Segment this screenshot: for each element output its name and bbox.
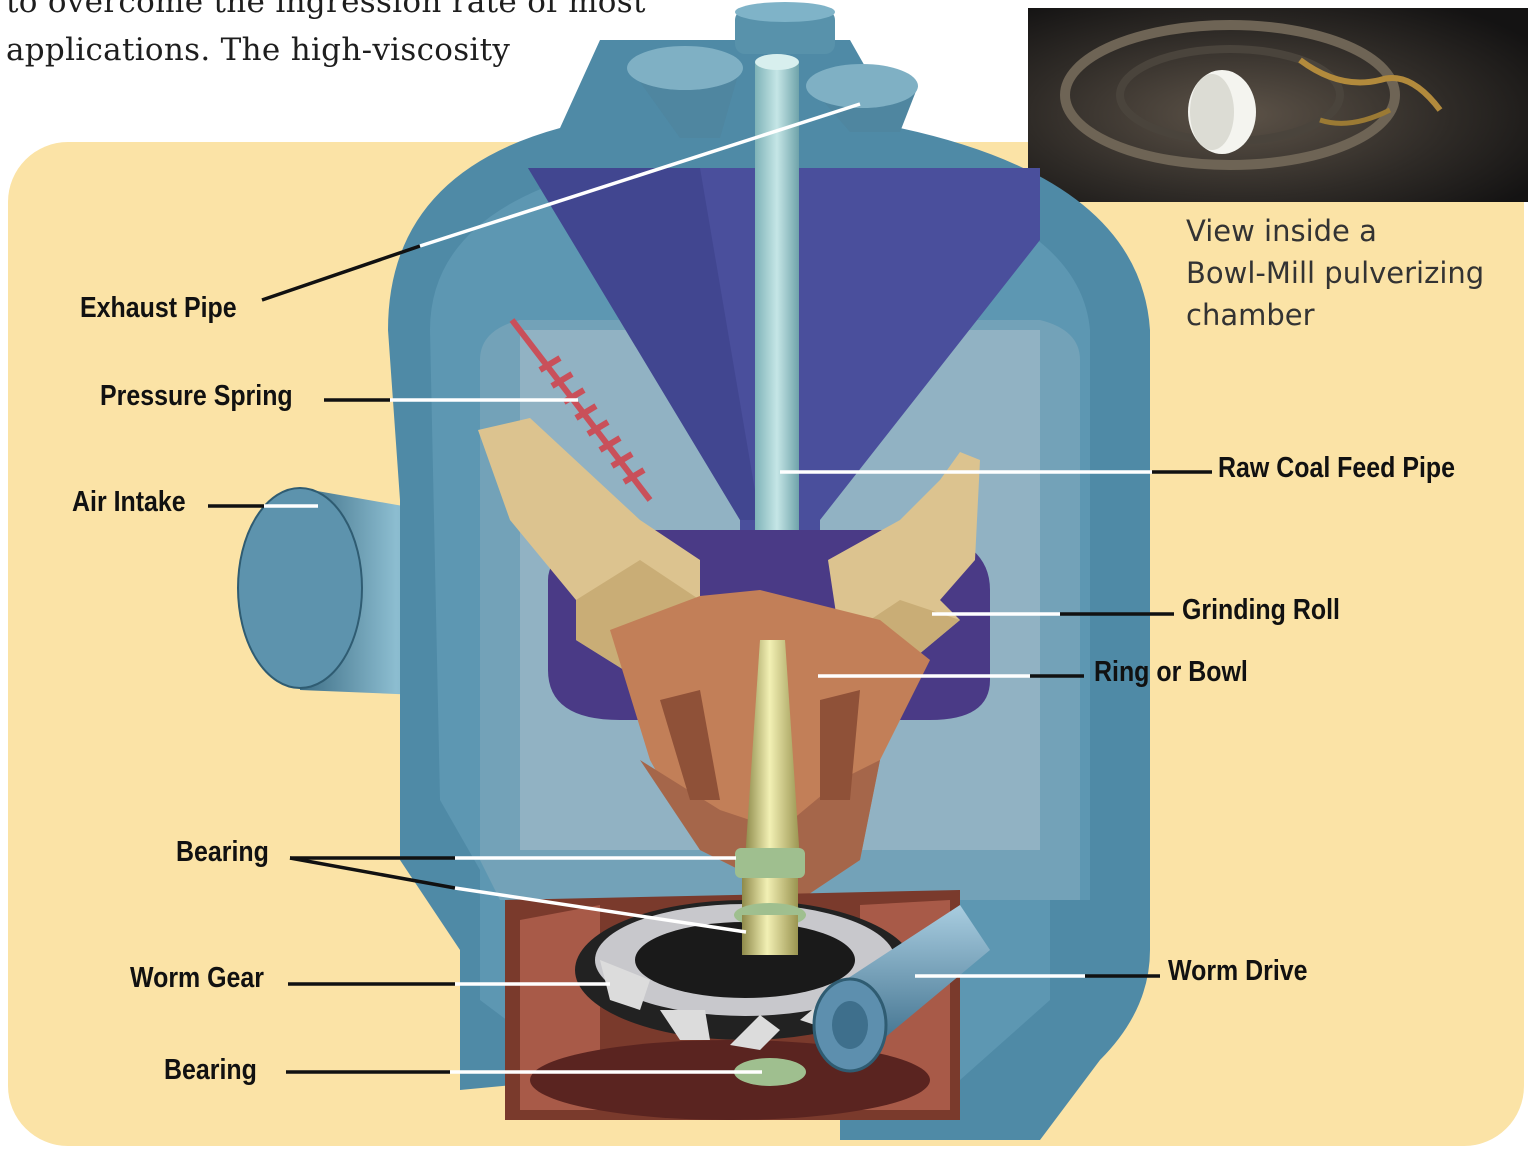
bowl-mill-photo xyxy=(1028,8,1528,202)
photo-caption-line-3: chamber xyxy=(1186,294,1315,336)
photo-caption-line-1: View inside a xyxy=(1186,210,1377,252)
label-air-intake: Air Intake xyxy=(72,486,186,519)
label-pressure-spring: Pressure Spring xyxy=(100,380,293,413)
label-worm-gear: Worm Gear xyxy=(130,962,264,995)
label-bearing-lower: Bearing xyxy=(164,1054,257,1087)
label-raw-coal-feed-pipe: Raw Coal Feed Pipe xyxy=(1218,452,1455,485)
photo-caption-line-2: Bowl-Mill pulverizing xyxy=(1186,252,1484,294)
label-grinding-roll: Grinding Roll xyxy=(1182,594,1340,627)
label-exhaust-pipe: Exhaust Pipe xyxy=(80,292,237,325)
article-text-line-2: applications. The high-viscosity xyxy=(6,32,510,68)
label-bearing-upper: Bearing xyxy=(176,836,269,869)
article-text-line-1: to overcome the ingression rate of most xyxy=(6,0,646,20)
label-ring-or-bowl: Ring or Bowl xyxy=(1094,656,1248,689)
label-worm-drive: Worm Drive xyxy=(1168,955,1308,988)
